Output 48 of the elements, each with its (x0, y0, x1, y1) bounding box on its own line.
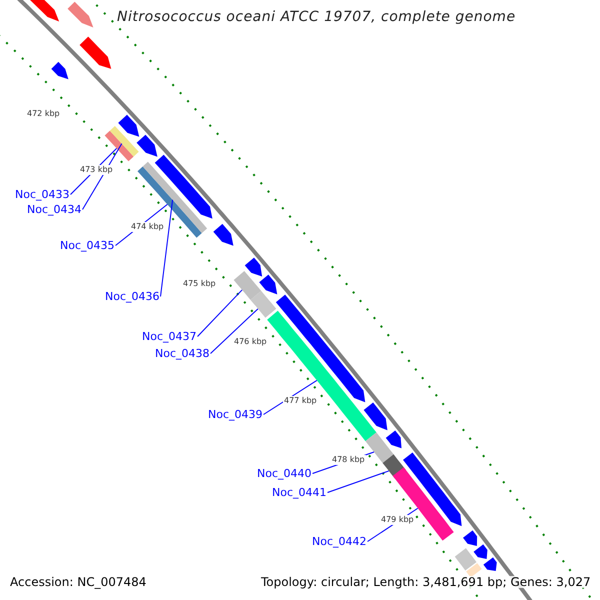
genome-summary-text: Topology: circular; Length: 3,481,691 bp; Genes: 3,027 (261, 576, 591, 588)
gene-feature (68, 2, 94, 28)
diagram-title: Nitrosococcus oceani ATCC 19707, complete genome (117, 10, 516, 24)
gene-feature (364, 402, 388, 430)
gene-label: Noc_0436 (105, 291, 160, 302)
scale-label: 477 kbp (283, 396, 318, 406)
gene-label: Noc_0442 (312, 536, 367, 547)
gene-bar (110, 126, 139, 157)
gene-bar (250, 290, 276, 318)
gene-bar (234, 271, 262, 300)
gene-feature (259, 274, 278, 294)
gene-feature (80, 36, 112, 69)
leader-line (160, 199, 174, 297)
scale-label: 478 kbp (331, 455, 366, 465)
gene-feature (118, 114, 140, 137)
gene-feature (483, 557, 497, 571)
scale-label: 472 kbp (26, 109, 61, 119)
scale-label: 476 kbp (233, 337, 268, 347)
gene-feature (463, 530, 478, 546)
accession-text: Accession: NC_007484 (10, 576, 146, 588)
scale-label: 474 kbp (130, 222, 165, 232)
gene-feature (244, 258, 262, 276)
gene-label: Noc_0440 (257, 468, 312, 479)
scale-label: 473 kbp (79, 165, 114, 175)
leader-line (197, 289, 243, 337)
gene-feature (51, 62, 68, 80)
leader-line (327, 470, 390, 493)
gene-bar (267, 310, 376, 442)
gene-label: Noc_0435 (60, 240, 115, 251)
gene-label: Noc_0441 (272, 487, 327, 498)
scale-label: 479 kbp (380, 515, 415, 525)
gene-feature (213, 224, 234, 246)
gene-label: Noc_0438 (155, 348, 210, 359)
leader-line (82, 143, 122, 210)
leader-line (210, 308, 258, 354)
gene-feature (474, 544, 488, 559)
gene-bar (454, 548, 476, 570)
gene-label: Noc_0437 (142, 331, 197, 342)
gene-feature (386, 430, 402, 448)
scale-label: 475 kbp (182, 279, 217, 289)
gene-label: Noc_0433 (15, 189, 70, 200)
gene-label: Noc_0434 (27, 204, 82, 215)
gene-feature (29, 0, 60, 22)
gene-feature (136, 134, 158, 157)
gene-label: Noc_0439 (208, 409, 263, 420)
gene-bar (365, 432, 394, 463)
gene-bar (104, 130, 134, 162)
gene-feature (154, 154, 212, 219)
